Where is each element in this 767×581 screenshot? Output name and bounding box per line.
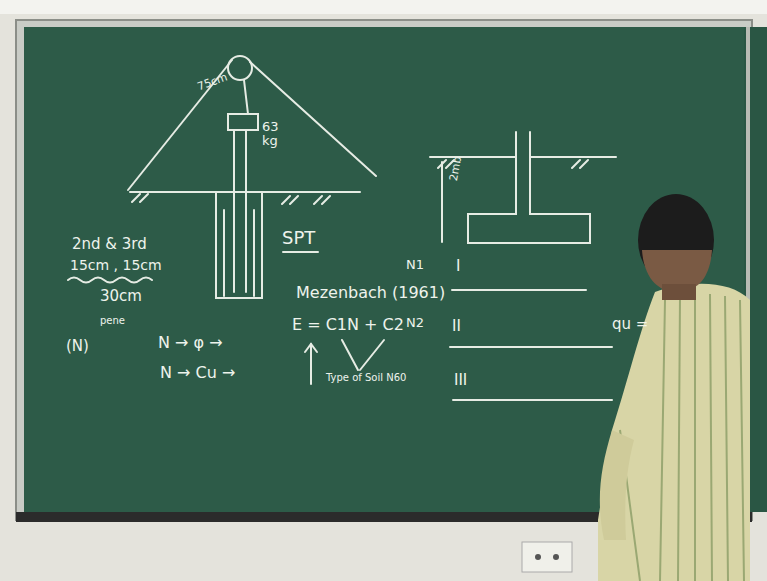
chalk-label: I xyxy=(456,258,460,275)
chalk-label: 63 kg xyxy=(262,120,288,149)
chalk-label: Type of Soil N60 xyxy=(326,372,406,383)
lecturer xyxy=(598,194,750,581)
chalk-label: N → Cu → xyxy=(160,364,235,382)
chalk-label: 2nd & 3rd xyxy=(72,236,147,253)
chalk-label: SPT xyxy=(282,228,315,248)
chalk-label: E = C1N + C2 xyxy=(292,316,404,334)
chalk-label: N2 xyxy=(406,316,424,330)
chalk-label: N → φ → xyxy=(158,334,223,352)
chalk-label: (N) xyxy=(66,338,89,355)
chalk-label: pene xyxy=(100,315,125,326)
chalk-label: 15cm , 15cm xyxy=(70,258,162,273)
chalk-label: N1 xyxy=(406,258,424,272)
chalk-label: 30cm xyxy=(100,288,142,305)
chalk-label: qu = xyxy=(612,316,648,333)
chalk-label: II xyxy=(452,318,461,335)
chalk-label: Mezenbach (1961) xyxy=(296,284,445,302)
chalk-label: III xyxy=(454,372,467,389)
